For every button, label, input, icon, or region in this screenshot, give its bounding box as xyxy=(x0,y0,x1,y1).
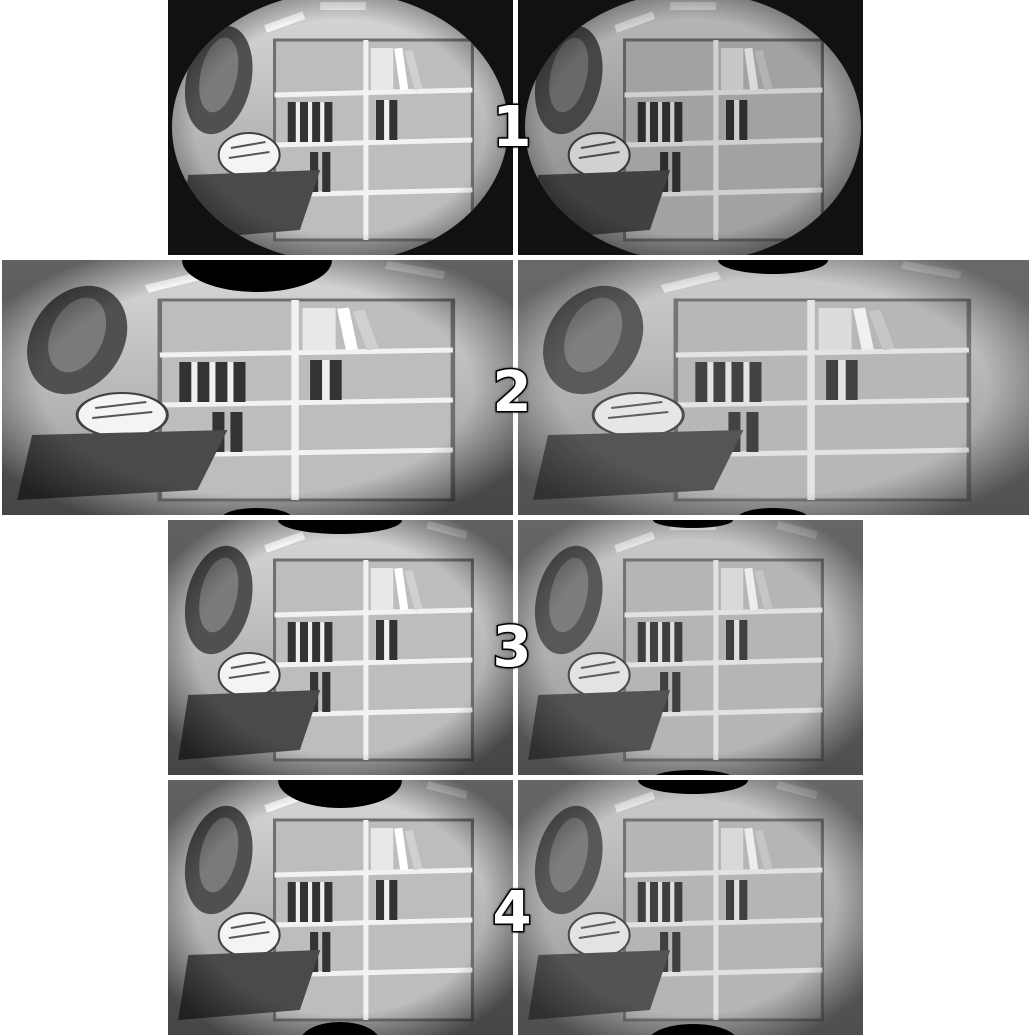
row-label-2: 2 xyxy=(491,360,533,425)
row-label-4: 4 xyxy=(491,880,533,945)
row3-right-image xyxy=(518,520,863,775)
row4-right-image xyxy=(518,780,863,1035)
row2-left-image xyxy=(2,260,513,515)
row1-right-image xyxy=(518,0,863,255)
row-label-3: 3 xyxy=(491,615,533,680)
row2-right-image xyxy=(518,260,1029,515)
row3-left-image xyxy=(168,520,513,775)
row1-left-image xyxy=(168,0,513,255)
row4-left-image xyxy=(168,780,513,1035)
row-label-1: 1 xyxy=(491,95,533,160)
